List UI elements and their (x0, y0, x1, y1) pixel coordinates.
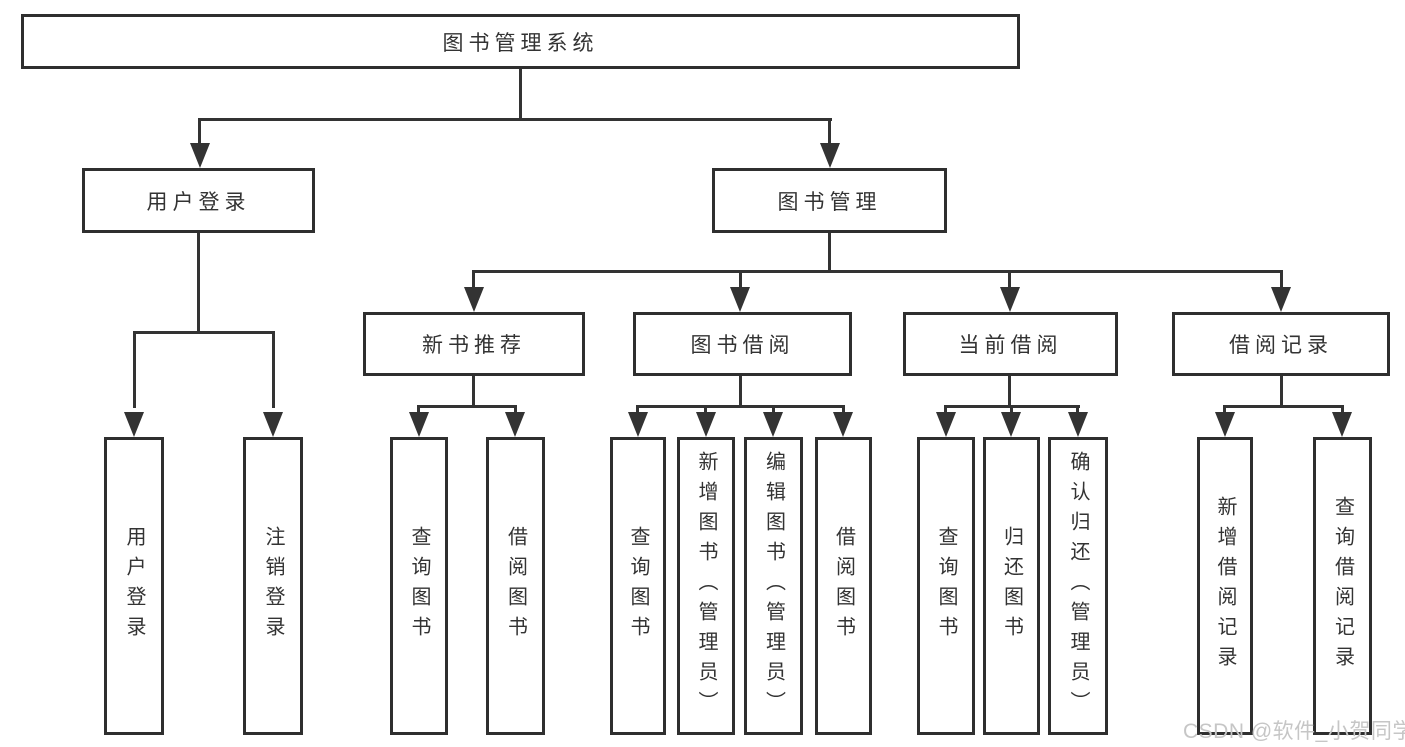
connector-user-login-stem (197, 233, 200, 333)
connector-borrow-records-branch (1223, 405, 1344, 408)
node-book-borrow: 图书借阅 (633, 312, 852, 376)
arrowhead-cb-return (1001, 412, 1021, 437)
node-borrow-records: 借阅记录 (1172, 312, 1390, 376)
arrowhead-leaf-logout (263, 412, 283, 437)
arrowhead-new-book-rec (464, 287, 484, 312)
connector-borrow-records-stem (1280, 376, 1283, 407)
connector-new-book-rec-stem (472, 376, 475, 407)
leaf-cb-query-books-label: 查询图书 (935, 526, 957, 646)
connector-drop-borrow-records (1280, 270, 1283, 287)
arrowhead-nb-query (409, 412, 429, 437)
leaf-bb-borrow-books-label: 借阅图书 (832, 526, 855, 646)
connector-user-login-branch (133, 331, 275, 334)
arrowhead-cb-query (936, 412, 956, 437)
connector-drop-bb-edit (772, 405, 775, 414)
arrowhead-bb-edit (763, 412, 783, 437)
connector-drop-bb-borrow (842, 405, 845, 414)
connector-drop-cb-return (1010, 405, 1013, 414)
connector-drop-leaf-logout (272, 331, 275, 408)
leaf-br-add-record: 新增借阅记录 (1197, 437, 1253, 735)
leaf-bb-query-books: 查询图书 (610, 437, 666, 735)
leaf-br-query-record: 查询借阅记录 (1313, 437, 1372, 735)
connector-drop-user-login (198, 118, 201, 145)
csdn-watermark: CSDN @软件_小贺同学 (1183, 720, 1405, 743)
connector-book-borrow-stem (739, 376, 742, 407)
arrowhead-br-add (1215, 412, 1235, 437)
leaf-nb-query-books-label: 查询图书 (408, 526, 430, 646)
connector-root-branch (198, 118, 832, 121)
connector-drop-cb-confirm (1076, 405, 1079, 414)
connector-book-mgmt-branch (472, 270, 1282, 273)
leaf-cb-return-books: 归还图书 (983, 437, 1040, 735)
leaf-user-login: 用户登录 (104, 437, 164, 735)
connector-drop-bb-add (704, 405, 707, 414)
leaf-nb-borrow-books-label: 借阅图书 (504, 526, 527, 646)
arrowhead-br-query (1332, 412, 1352, 437)
connector-drop-book-mgmt (828, 118, 831, 145)
node-book-mgmt: 图书管理 (712, 168, 947, 233)
connector-drop-nb-query (417, 405, 420, 414)
arrowhead-bb-query (628, 412, 648, 437)
connector-drop-book-borrow (739, 270, 742, 287)
connector-book-mgmt-stem (828, 233, 831, 272)
connector-drop-br-add (1223, 405, 1226, 414)
leaf-cb-return-books-label: 归还图书 (1000, 526, 1023, 646)
connector-drop-br-query (1341, 405, 1344, 414)
leaf-logout-label: 注销登录 (262, 526, 284, 646)
arrowhead-cb-confirm (1068, 412, 1088, 437)
leaf-nb-query-books: 查询图书 (390, 437, 448, 735)
connector-book-borrow-branch (636, 405, 845, 408)
leaf-cb-confirm-return-admin: 确认归还（管理员） (1048, 437, 1108, 735)
leaf-bb-borrow-books: 借阅图书 (815, 437, 872, 735)
arrowhead-book-borrow (730, 287, 750, 312)
leaf-cb-confirm-return-admin-label: 确认归还（管理员） (1067, 451, 1089, 721)
connector-new-book-rec-branch (417, 405, 517, 408)
leaf-br-add-record-label: 新增借阅记录 (1214, 496, 1236, 676)
arrowhead-user-login (190, 143, 210, 168)
connector-drop-bb-query (636, 405, 639, 414)
leaf-bb-query-books-label: 查询图书 (627, 526, 649, 646)
leaf-bb-edit-books-admin-label: 编辑图书（管理员） (762, 451, 785, 721)
leaf-bb-add-books-admin-label: 新增图书（管理员） (695, 451, 717, 721)
leaf-cb-query-books: 查询图书 (917, 437, 975, 735)
connector-drop-cb-query (944, 405, 947, 414)
leaf-br-query-record-label: 查询借阅记录 (1331, 496, 1354, 676)
arrowhead-nb-borrow (505, 412, 525, 437)
arrowhead-bb-add (696, 412, 716, 437)
arrowhead-leaf-user-login (124, 412, 144, 437)
arrowhead-borrow-records (1271, 287, 1291, 312)
leaf-bb-edit-books-admin: 编辑图书（管理员） (744, 437, 803, 735)
connector-drop-new-book-rec (472, 270, 475, 287)
arrowhead-bb-borrow (833, 412, 853, 437)
leaf-bb-add-books-admin: 新增图书（管理员） (677, 437, 735, 735)
leaf-nb-borrow-books: 借阅图书 (486, 437, 545, 735)
connector-drop-current-borrow (1008, 270, 1011, 287)
node-new-book-rec: 新书推荐 (363, 312, 585, 376)
node-root: 图书管理系统 (21, 14, 1020, 69)
leaf-user-login-label: 用户登录 (123, 526, 145, 646)
arrowhead-current-borrow (1000, 287, 1020, 312)
node-user-login: 用户登录 (82, 168, 315, 233)
connector-drop-nb-borrow (514, 405, 517, 414)
connector-drop-leaf-user-login (133, 331, 136, 408)
node-current-borrow: 当前借阅 (903, 312, 1118, 376)
arrowhead-book-mgmt (820, 143, 840, 168)
leaf-logout: 注销登录 (243, 437, 303, 735)
connector-current-borrow-stem (1008, 376, 1011, 407)
connector-root-stem (519, 69, 522, 119)
